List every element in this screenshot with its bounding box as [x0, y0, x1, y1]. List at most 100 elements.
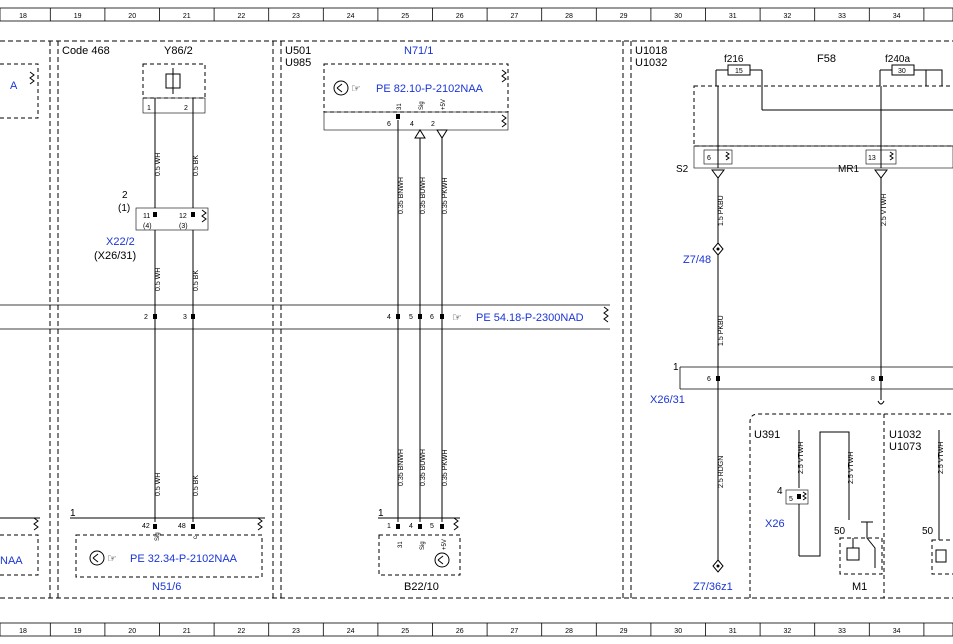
- n71-pin-6: 6: [387, 121, 391, 128]
- transistor-icon: [437, 555, 444, 565]
- ruler-number: 18: [19, 13, 27, 20]
- f58-label: F58: [817, 53, 836, 65]
- x26-label: X26: [765, 518, 785, 530]
- bus-band: [0, 304, 610, 330]
- hand-pointer-icon: ☞: [351, 83, 361, 95]
- ruler-number: 24: [347, 628, 355, 635]
- wire-label-buwh-1: 0.35 BUWH: [420, 177, 427, 214]
- n71-sig-label: Sig: [419, 101, 425, 110]
- mr1-pin-13: 13: [868, 155, 876, 162]
- bus-pin-5: 5: [409, 314, 413, 321]
- wire-label-bnwh-2: 0.35 BNWH: [398, 449, 405, 486]
- ruler-number: 32: [784, 628, 792, 635]
- ruler-number: 32: [784, 13, 792, 20]
- left-partial-label-2: NAA: [0, 555, 23, 567]
- wire-label-pkbu-2: 1.5 PKBU: [718, 315, 725, 346]
- wire-label-bnwh-1: 0.35 BNWH: [398, 177, 405, 214]
- wire-label-pkwh-1: 0.35 PKWH: [442, 177, 449, 214]
- f240a-label: f240a: [885, 54, 910, 65]
- y86-2-component: Y86/2 1 2: [142, 45, 206, 114]
- ruler-number: 21: [183, 628, 191, 635]
- bus-pin-3: 3: [183, 314, 187, 321]
- ruler-number: 22: [238, 628, 246, 635]
- b22-pin-label-1: 1: [378, 508, 384, 519]
- ruler-number: 20: [128, 13, 136, 20]
- x22-conn-paren: (1): [118, 203, 130, 214]
- fuse-15: 15: [735, 68, 743, 75]
- n71-5v-label: +5V: [441, 99, 447, 110]
- ruler-number: 24: [347, 13, 355, 20]
- n71-ref-link[interactable]: PE 82.10-P-2102NAA: [376, 83, 484, 95]
- ruler-number: 22: [238, 13, 246, 20]
- b22-10-component: 1 1 4 5 31 Sig +5V B22/10: [378, 508, 461, 593]
- m1-label: M1: [852, 581, 867, 593]
- section-label-code468: Code 468: [62, 45, 110, 57]
- bus-ref-link[interactable]: PE 54.18-P-2300NAD: [476, 312, 584, 324]
- ruler-number: 26: [456, 628, 464, 635]
- x22-2-label: X22/2: [106, 236, 135, 248]
- n71-1-label: N71/1: [404, 45, 433, 57]
- ruler-number: 19: [74, 628, 82, 635]
- section-label-u501: U501: [285, 45, 311, 57]
- b22-pin-4: 4: [409, 523, 413, 530]
- x26-31-connector: 1 6 8 X26/31: [650, 362, 953, 406]
- ruler-number: 18: [19, 628, 27, 635]
- m1b-pin-50: 50: [922, 526, 934, 537]
- s2-pin-6: 6: [707, 155, 711, 162]
- n51-sig-label: Sig: [155, 532, 161, 541]
- y86-pin-2: 2: [184, 105, 188, 112]
- x2631-pin-1: 1: [673, 362, 679, 373]
- section-label-u985: U985: [285, 57, 311, 69]
- f216-label: f216: [724, 54, 744, 65]
- fuse-30: 30: [898, 68, 906, 75]
- ruler-number: 21: [183, 13, 191, 20]
- n71-pin-4: 4: [410, 121, 414, 128]
- n51-pin-1: 1: [70, 508, 76, 519]
- ruler-number: 23: [292, 628, 300, 635]
- m1-pin-50: 50: [834, 526, 846, 537]
- wire-label-vtwh-3: 2.5 VTWH: [848, 452, 855, 484]
- wire-label-rdgn: 2.5 RDGN: [718, 456, 725, 488]
- wire-label-pkwh-2: 0.35 PKWH: [442, 449, 449, 486]
- ruler-number: 29: [620, 628, 628, 635]
- x22-2-connector: 2 (1) 11 12 (4) (3) X22/2 (X26/31): [94, 190, 209, 262]
- wire-label-wh-3: 0.5 WH: [155, 473, 162, 496]
- x22-pin-11: 11: [143, 213, 150, 220]
- wire-label-bk-2: 0.5 BK: [193, 270, 200, 291]
- ruler-number: 33: [838, 13, 846, 20]
- section-label-u1032-b: U1032: [889, 429, 921, 441]
- mr1-label: MR1: [838, 164, 860, 175]
- x26-31-label: X26/31: [650, 394, 685, 406]
- section-label-u391: U391: [754, 429, 780, 441]
- n51-ref-link[interactable]: PE 32.34-P-2102NAA: [130, 553, 238, 565]
- ruler-number: 31: [729, 628, 737, 635]
- b22-10-label: B22/10: [404, 581, 439, 593]
- b22-pin-5: 5: [430, 523, 434, 530]
- wire-label-vtwh-2: 2.5 VTWH: [798, 442, 805, 474]
- wire-label-buwh-2: 0.35 BUWH: [420, 449, 427, 486]
- fuse-section: f216 F58 f240a 15 30: [693, 53, 953, 169]
- b22-sig-label: Sig: [420, 541, 426, 550]
- left-partial-component: A NAA: [0, 63, 40, 576]
- ruler-number: 27: [511, 13, 519, 20]
- ruler-number: 25: [401, 628, 409, 635]
- section-label-u1018: U1018: [635, 45, 667, 57]
- m1-component: 50 M1 50: [834, 521, 953, 593]
- ruler-number: 28: [565, 628, 573, 635]
- x22-pin-4: (4): [143, 223, 152, 230]
- s2-label: S2: [676, 164, 689, 175]
- x26-pin-4: 4: [777, 486, 783, 497]
- ruler-number: 26: [456, 13, 464, 20]
- left-partial-label: A: [10, 80, 18, 92]
- y86-2-label: Y86/2: [164, 45, 193, 57]
- ruler-number: 33: [838, 628, 846, 635]
- n71-1-component: N71/1 ☞ PE 82.10-P-2102NAA 6 4 2 31 Sig …: [323, 45, 509, 139]
- section-label-u1032: U1032: [635, 57, 667, 69]
- wire-label-vtwh-1: 2.5 VTWH: [881, 194, 888, 226]
- x2631-pin-6: 6: [707, 376, 711, 383]
- bus-pin-2: 2: [144, 314, 148, 321]
- wire-label-vtwh-4: 2.5 VTWH: [938, 442, 945, 474]
